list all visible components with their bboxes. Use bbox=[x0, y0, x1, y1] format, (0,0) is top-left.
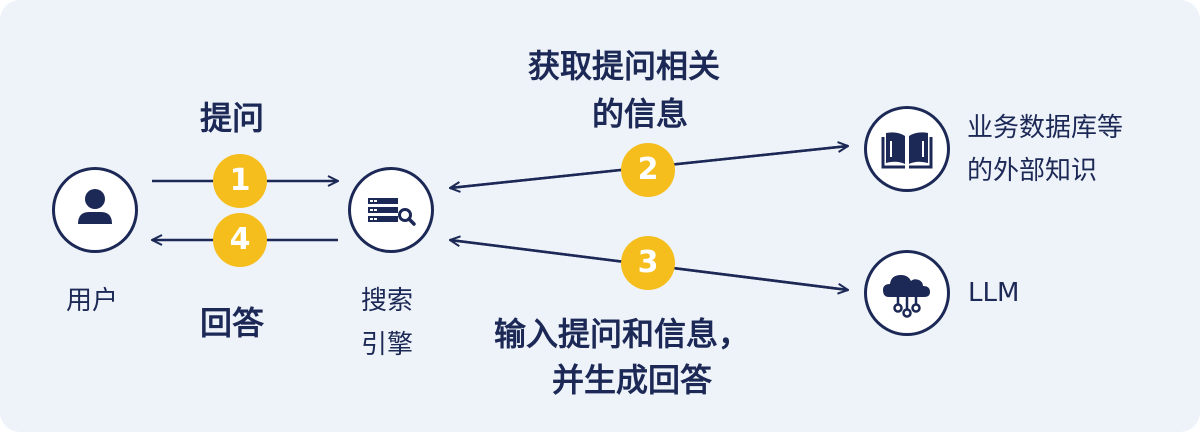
step-2-badge: 2 bbox=[621, 143, 675, 197]
llm-label: LLM bbox=[968, 278, 1020, 308]
step-4-badge: 4 bbox=[213, 213, 267, 267]
search-engine-label-2: 引擎 bbox=[361, 330, 414, 360]
step-1-label: 提问 bbox=[200, 99, 265, 137]
step-2-label-1: 获取提问相关 bbox=[528, 47, 721, 85]
knowledge-node bbox=[864, 106, 950, 192]
step-3-label-2: 并生成回答 bbox=[552, 361, 713, 399]
search-engine-label-1: 搜索 bbox=[361, 286, 414, 316]
cloud-network-icon bbox=[883, 275, 930, 318]
knowledge-label-2: 的外部知识 bbox=[967, 156, 1098, 186]
search-engine-node bbox=[348, 167, 434, 253]
server-search-icon bbox=[368, 198, 416, 226]
step-2-label-2: 的信息 bbox=[592, 95, 689, 133]
user-label: 用户 bbox=[66, 286, 119, 316]
person-icon bbox=[78, 189, 112, 224]
step-3-label-1: 输入提问和信息， bbox=[494, 315, 751, 353]
step-4-label: 回答 bbox=[200, 304, 265, 342]
knowledge-label-1: 业务数据库等 bbox=[967, 113, 1124, 143]
user-node bbox=[52, 167, 138, 253]
step-1-badge: 1 bbox=[213, 154, 267, 208]
book-icon bbox=[881, 132, 933, 169]
step-3-badge: 3 bbox=[621, 236, 675, 290]
llm-node bbox=[864, 250, 950, 336]
